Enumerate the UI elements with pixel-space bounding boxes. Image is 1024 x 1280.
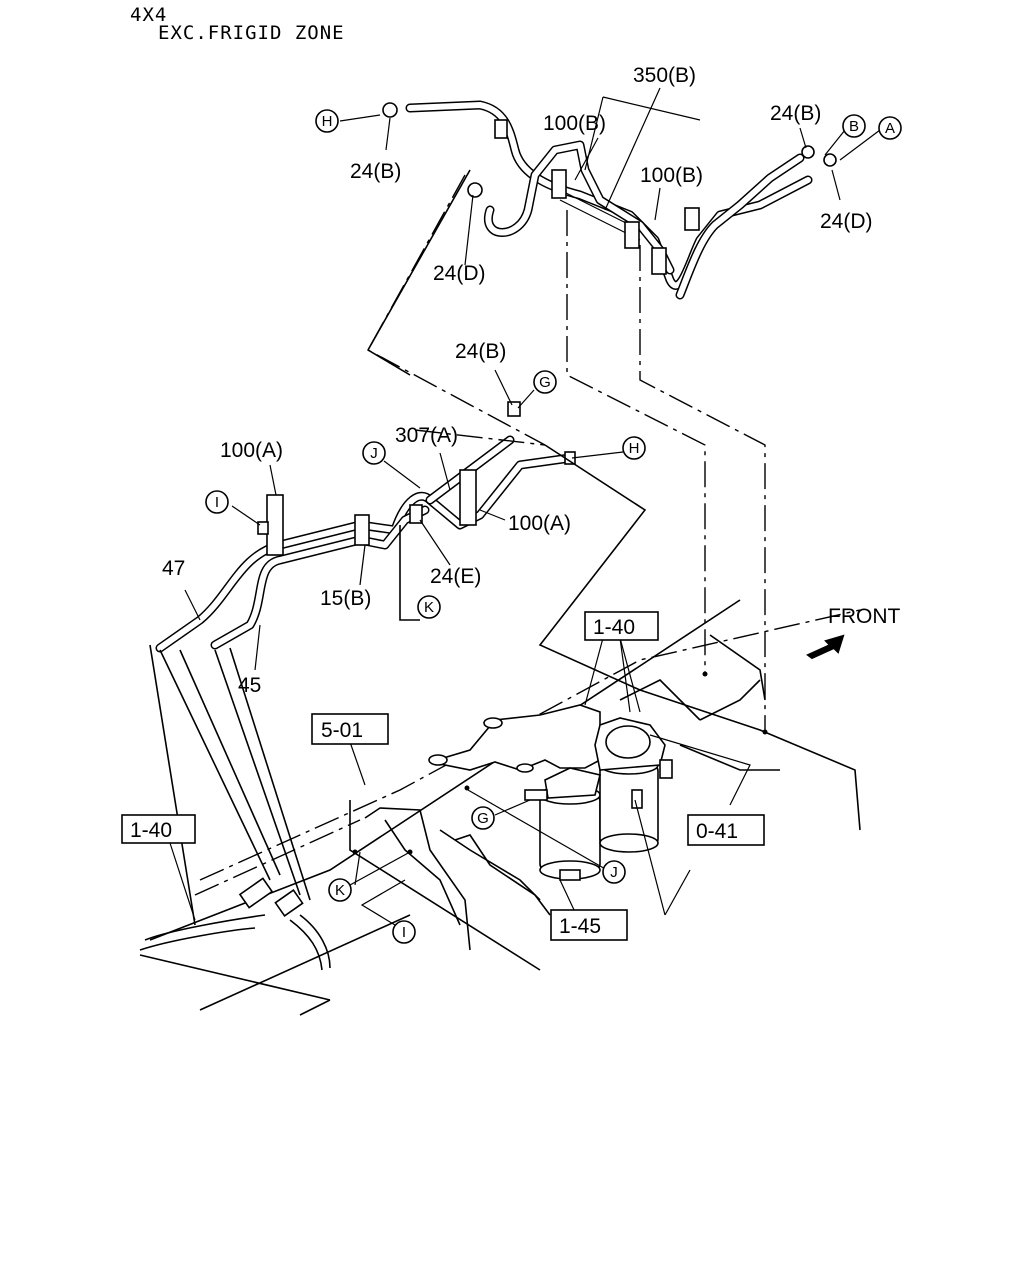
boxed-ref-1-40-right[interactable]: 1-40 — [593, 616, 635, 639]
circled-references: H B A G J H I K G J K I — [205, 109, 902, 944]
label-24e: 24(E) — [430, 565, 481, 588]
boxed-ref-0-41[interactable]: 0-41 — [696, 820, 738, 843]
front-indicator: FRONT — [806, 605, 900, 660]
label-350b: 350(B) — [633, 64, 696, 87]
middle-pipe-assembly — [155, 401, 576, 653]
circled-ref-j-mid: J — [370, 445, 378, 462]
circled-ref-g-low: G — [477, 810, 489, 827]
upper-pipe-assembly — [382, 100, 837, 300]
fuel-filter-assembly — [352, 704, 673, 881]
boxed-ref-5-01[interactable]: 5-01 — [321, 719, 363, 742]
label-100a-left: 100(A) — [220, 439, 283, 462]
label-24b-top-left: 24(B) — [350, 160, 401, 183]
circled-ref-h-top: H — [322, 113, 333, 130]
label-100b-right: 100(B) — [640, 164, 703, 187]
circled-ref-g-mid: G — [539, 374, 551, 391]
label-24d-upper: 24(D) — [433, 262, 486, 285]
front-arrow-icon — [806, 634, 845, 660]
label-307a: 307(A) — [395, 424, 458, 447]
label-45: 45 — [238, 674, 261, 697]
circled-ref-h-mid: H — [629, 440, 640, 457]
header-exc-frigid-zone: EXC.FRIGID ZONE — [158, 22, 345, 44]
circled-ref-k-low: K — [335, 882, 345, 899]
reference-lines — [149, 169, 768, 926]
label-15b: 15(B) — [320, 587, 371, 610]
label-100a-right: 100(A) — [508, 512, 571, 535]
label-24d-right: 24(D) — [820, 210, 873, 233]
label-100b-top: 100(B) — [543, 112, 606, 135]
leader-lines — [169, 87, 881, 926]
circled-ref-i-low: I — [402, 924, 406, 941]
boxed-ref-1-40-left[interactable]: 1-40 — [130, 819, 172, 842]
circled-ref-i-mid: I — [215, 494, 219, 511]
circled-ref-k-mid: K — [424, 599, 434, 616]
label-47: 47 — [162, 557, 185, 580]
boxed-references: 1-40 5-01 1-40 0-41 1-45 — [121, 611, 765, 941]
part-labels: 350(B) 100(B) 100(B) 24(B) 24(D) 24(B) 2… — [162, 64, 873, 697]
header-4x4: 4X4 — [130, 4, 168, 26]
label-24b-top-right: 24(B) — [770, 102, 821, 125]
boxed-ref-1-45[interactable]: 1-45 — [559, 915, 601, 938]
chassis-frame — [139, 599, 861, 1016]
front-label: FRONT — [828, 605, 900, 628]
circled-ref-j-low: J — [610, 864, 618, 881]
pipe-lines-47-45 — [159, 647, 311, 917]
circled-ref-b: B — [849, 118, 859, 135]
circled-ref-a: A — [885, 120, 895, 137]
label-24b-mid: 24(B) — [455, 340, 506, 363]
